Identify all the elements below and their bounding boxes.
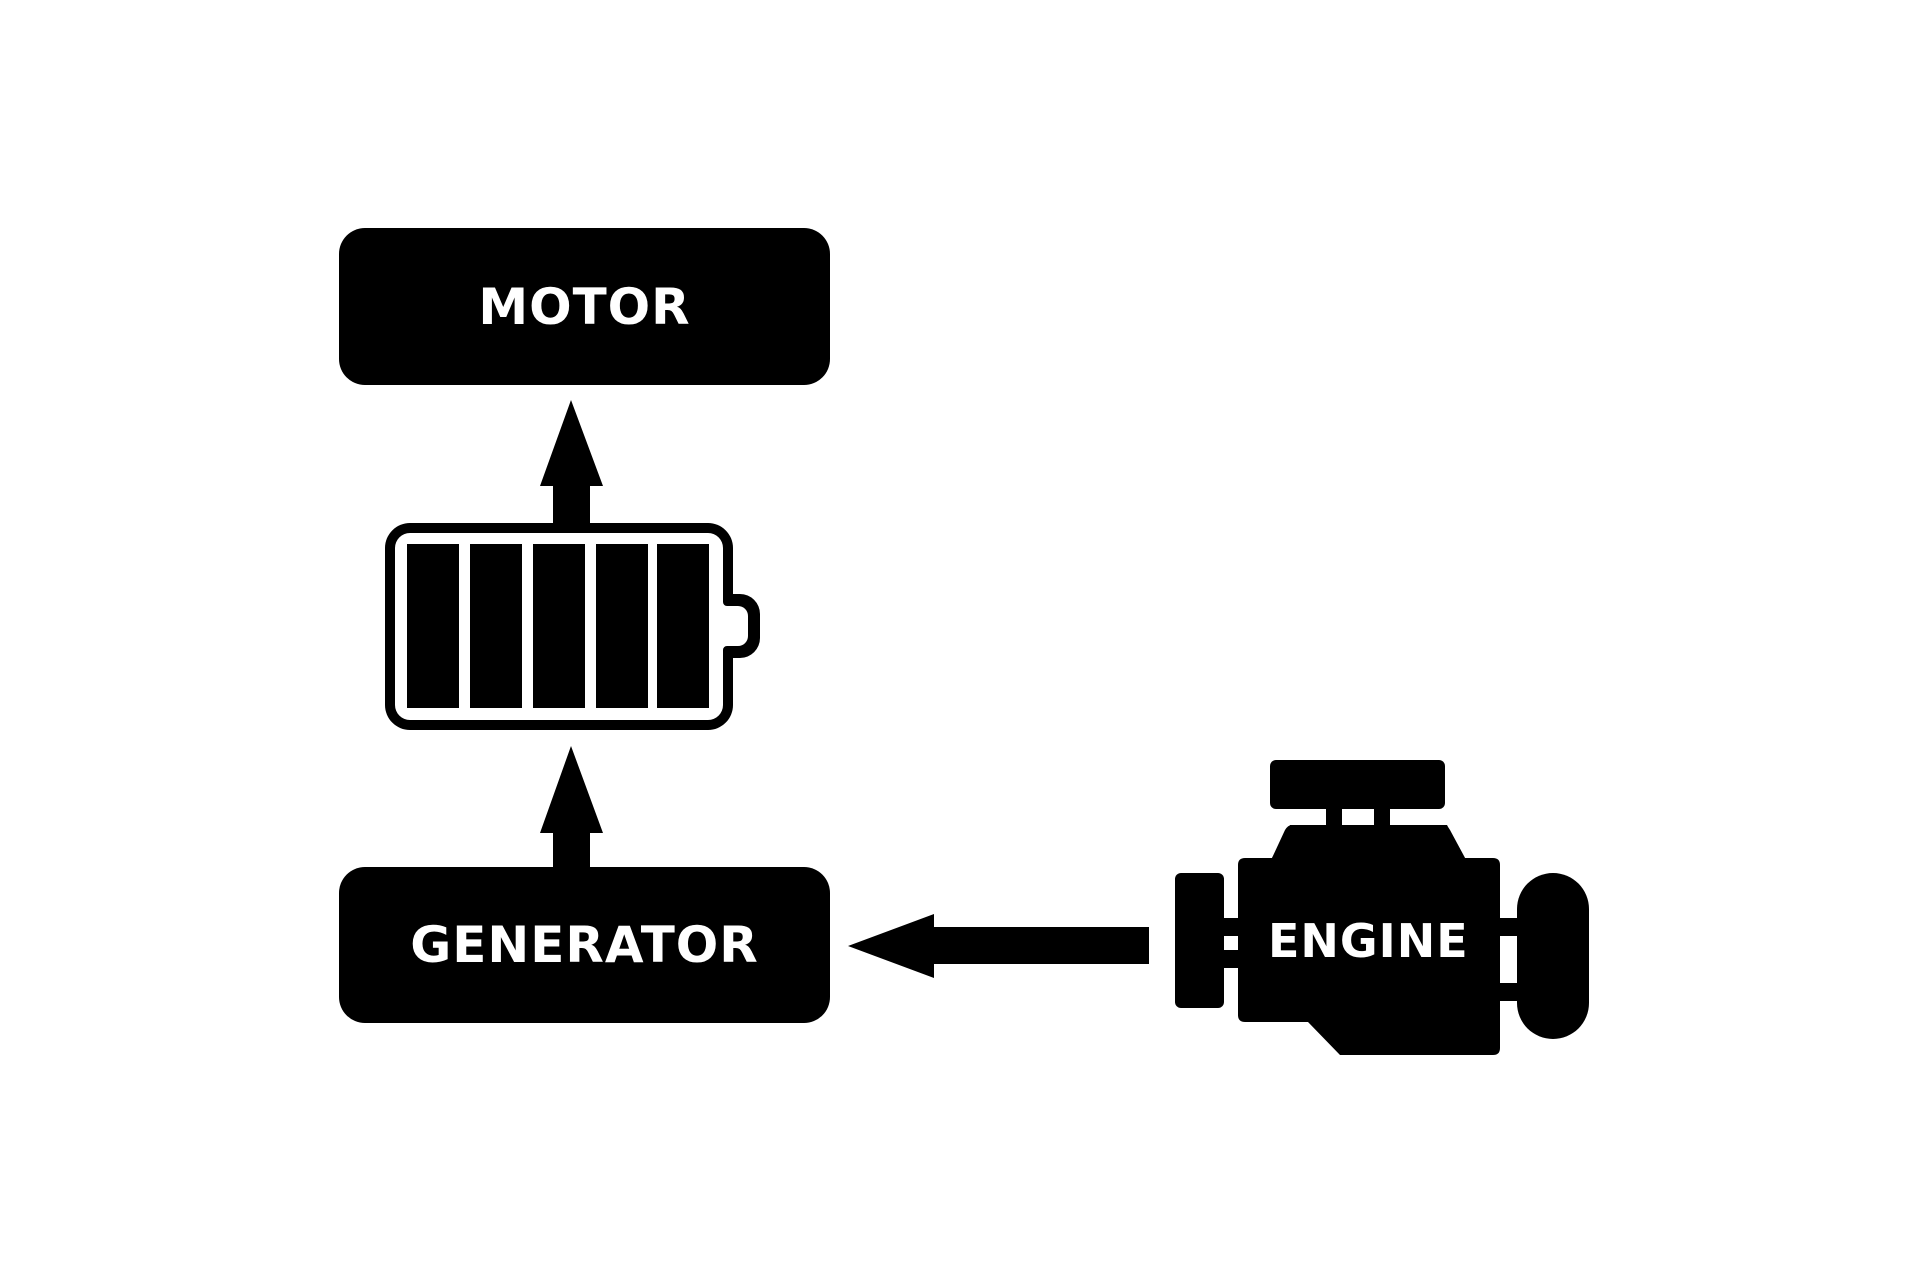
engine-icon [1175, 760, 1589, 1055]
motor-box: MOTOR [339, 228, 830, 385]
motor-label: MOTOR [478, 277, 691, 336]
engine-label: ENGINE [1268, 914, 1469, 968]
battery-cell [470, 544, 522, 708]
generator-label: GENERATOR [410, 916, 759, 974]
arrow-engine-to-generator [848, 914, 1149, 978]
arrow-battery-to-motor [540, 400, 603, 524]
battery-cell [407, 544, 459, 708]
battery-cell [657, 544, 709, 708]
battery-cell [533, 544, 585, 708]
generator-box: GENERATOR [339, 867, 830, 1023]
arrow-generator-to-battery [540, 746, 603, 868]
battery-cell [596, 544, 648, 708]
battery-icon [385, 523, 760, 730]
